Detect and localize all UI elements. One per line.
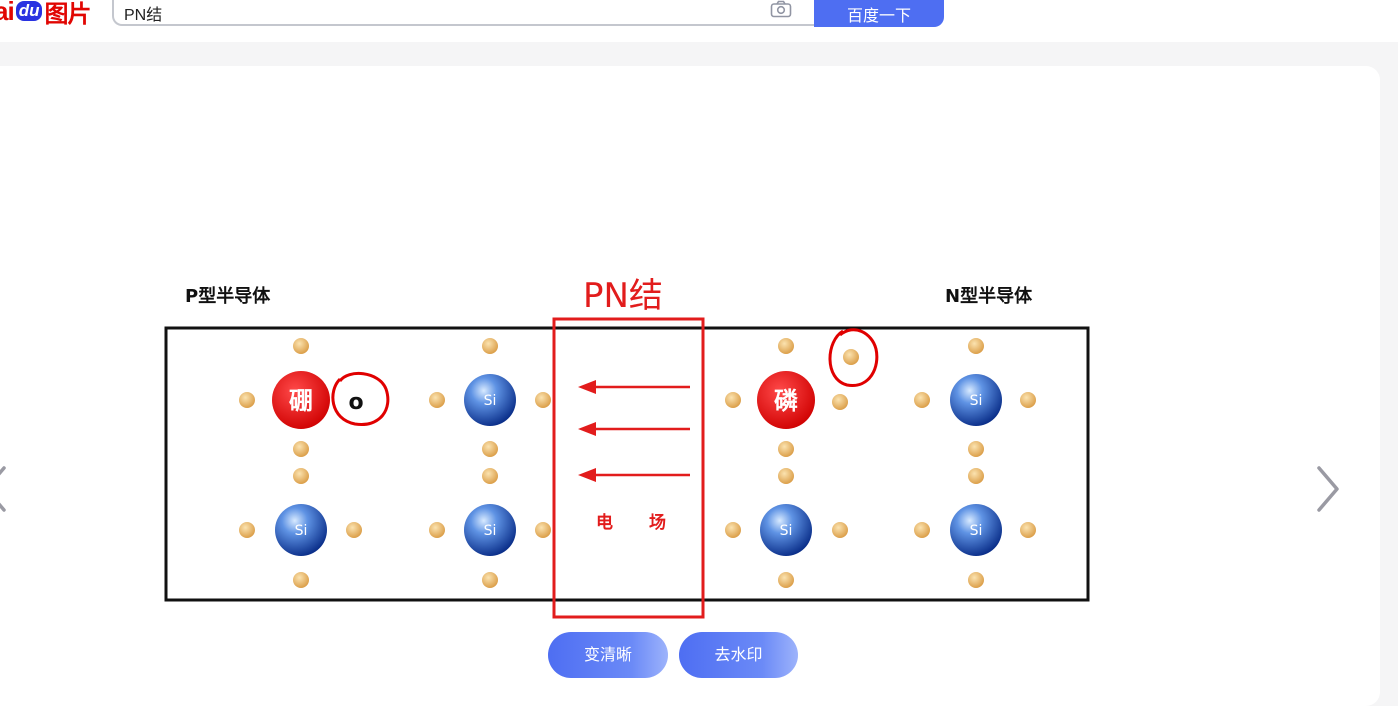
n-type-label: N型半导体 xyxy=(945,285,1033,307)
silicon-atom: Si xyxy=(275,504,327,556)
pn-junction-title: PN结 xyxy=(583,276,663,316)
logo-text-images: 图片 xyxy=(44,0,91,28)
electric-field-arrows xyxy=(578,380,690,482)
svg-text:Si: Si xyxy=(970,523,983,539)
field-label-char-2: 场 xyxy=(649,513,666,533)
pn-junction-image: P型半导体 N型半导体 PN结 xyxy=(150,261,1110,646)
enhance-clarity-button[interactable]: 变清晰 xyxy=(548,632,668,678)
pn-junction-region xyxy=(552,317,705,619)
search-box xyxy=(112,0,814,26)
svg-text:Si: Si xyxy=(484,523,497,539)
silicon-atom: Si xyxy=(760,504,812,556)
boron-atom: 硼 xyxy=(272,371,330,429)
silicon-atom: Si xyxy=(950,504,1002,556)
svg-text:Si: Si xyxy=(295,523,308,539)
lattice-frame xyxy=(164,326,1090,602)
silicon-atom: Si xyxy=(950,374,1002,426)
remove-watermark-button[interactable]: 去水印 xyxy=(679,632,798,678)
boron-label: 硼 xyxy=(289,387,313,415)
image-viewer: P型半导体 N型半导体 PN结 xyxy=(0,66,1380,706)
chevron-left-icon[interactable] xyxy=(0,464,10,514)
svg-text:Si: Si xyxy=(970,393,983,409)
phosphorus-atom: 磷 xyxy=(757,371,815,429)
silicon-atom: Si xyxy=(464,374,516,426)
highlight-electron-circle xyxy=(828,328,879,387)
logo-text-ai: ai xyxy=(0,0,15,26)
svg-text:Si: Si xyxy=(780,523,793,539)
p-type-label: P型半导体 xyxy=(185,285,271,307)
electron-dots xyxy=(239,338,1036,588)
field-label-char-1: 电 xyxy=(596,512,613,533)
camera-icon[interactable] xyxy=(770,0,792,18)
silicon-atom: Si xyxy=(464,504,516,556)
baidu-image-logo[interactable]: ai du 图片 xyxy=(0,0,91,28)
highlight-hole-circle xyxy=(331,371,390,427)
chevron-right-icon[interactable] xyxy=(1313,464,1343,514)
logo-text-du: du xyxy=(15,1,43,21)
search-input[interactable] xyxy=(124,0,744,26)
hole-marker: o xyxy=(348,390,363,415)
search-button[interactable]: 百度一下 xyxy=(814,0,944,27)
svg-text:Si: Si xyxy=(484,393,497,409)
top-bar: ai du 图片 百度一下 xyxy=(0,0,1398,42)
phosphorus-label: 磷 xyxy=(774,387,798,415)
